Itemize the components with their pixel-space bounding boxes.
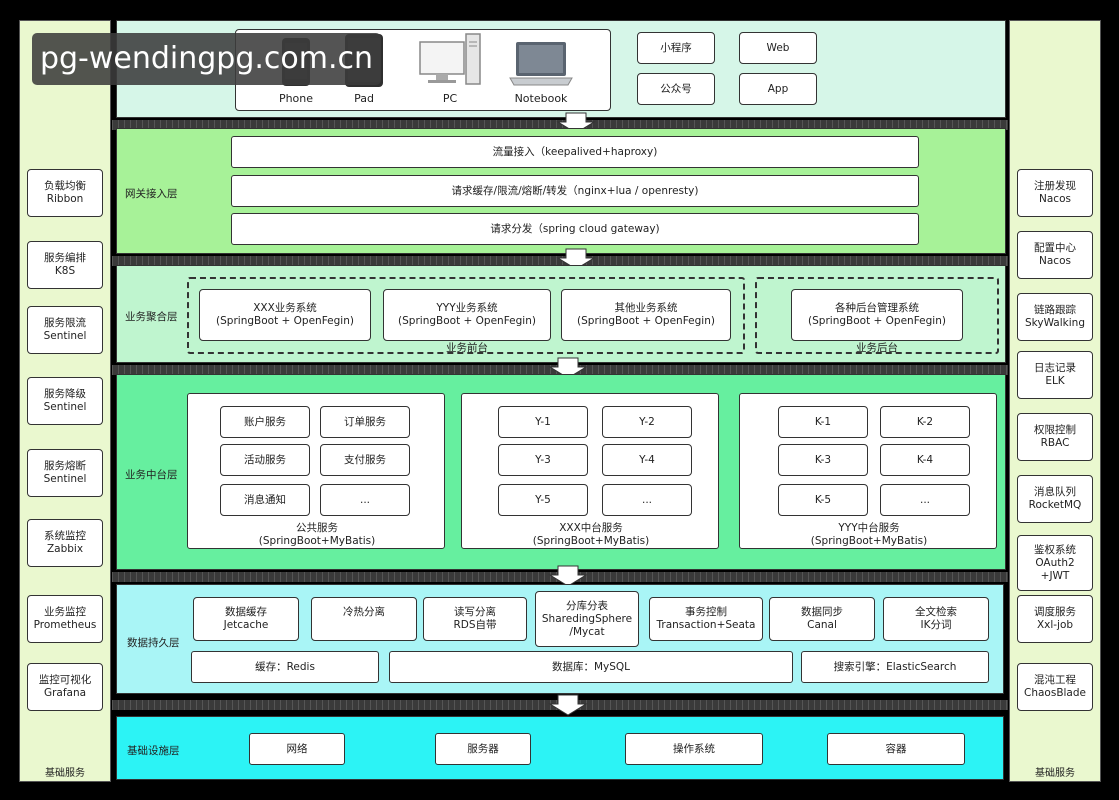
front-caption: 业务前台 xyxy=(446,342,488,354)
group-caption: XXX中台服务(SpringBoot+MyBatis) xyxy=(532,522,650,547)
laptop-icon xyxy=(509,42,573,86)
service-box: K-5 xyxy=(778,484,868,516)
service-box: 支付服务 xyxy=(320,444,410,476)
infra-server: 服务器 xyxy=(435,733,531,765)
front-system-box: YYY业务系统(SpringBoot + OpenFegin) xyxy=(383,289,551,341)
watermark: pg-wendingpg.com.cn xyxy=(32,33,381,85)
back-system-box: 各种后台管理系统(SpringBoot + OpenFegin) xyxy=(791,289,963,341)
service-box: ... xyxy=(602,484,692,516)
separator-strip xyxy=(112,256,1008,266)
group-caption: YYY中台服务(SpringBoot+MyBatis) xyxy=(810,522,928,547)
persistence-box: 冷热分离 xyxy=(311,597,417,641)
service-box: Y-4 xyxy=(602,444,692,476)
service-box: K-4 xyxy=(880,444,970,476)
right-column-footer: 基础服务 xyxy=(1035,768,1075,779)
service-box: K-3 xyxy=(778,444,868,476)
service-box: Y-1 xyxy=(498,406,588,438)
infrastructure-layer: 基础设施层 网络 服务器 操作系统 容器 xyxy=(116,716,1004,780)
xxx-middle-services-group: Y-1 Y-2 Y-3 Y-4 Y-5 ... XXX中台服务(SpringBo… xyxy=(461,393,719,549)
aggregation-layer-label: 业务聚合层 xyxy=(125,311,178,323)
separator-strip xyxy=(112,120,1008,130)
service-box: 活动服务 xyxy=(220,444,310,476)
down-arrow-icon xyxy=(548,694,588,716)
service-box: K-1 xyxy=(778,406,868,438)
middle-layer-label: 业务中台层 xyxy=(125,469,178,481)
down-arrow-icon xyxy=(548,565,588,587)
down-arrow-icon xyxy=(548,357,588,379)
infra-network: 网络 xyxy=(249,733,345,765)
gateway-row: 流量接入（keepalived+haproxy) xyxy=(231,136,919,168)
service-box: Y-2 xyxy=(602,406,692,438)
service-box: K-2 xyxy=(880,406,970,438)
gateway-row: 请求分发（spring cloud gateway) xyxy=(231,213,919,245)
left-column-footer: 基础服务 xyxy=(45,768,85,779)
channel-web: Web xyxy=(739,32,817,64)
channel-app: App xyxy=(739,73,817,105)
storage-elasticsearch: 搜索引擎：ElasticSearch xyxy=(801,651,989,683)
service-box: 消息通知 xyxy=(220,484,310,516)
storage-redis: 缓存：Redis xyxy=(191,651,379,683)
device-label-phone: Phone xyxy=(278,92,314,105)
channel-mini-program: 小程序 xyxy=(637,32,715,64)
service-box: ... xyxy=(320,484,410,516)
service-box: Y-3 xyxy=(498,444,588,476)
gateway-row: 请求缓存/限流/熔断/转发（nginx+lua / openresty) xyxy=(231,175,919,207)
aggregation-layer: 业务聚合层 XXX业务系统(SpringBoot + OpenFegin) YY… xyxy=(116,265,1006,363)
device-label-pc: PC xyxy=(442,92,458,105)
public-services-group: 账户服务 订单服务 活动服务 支付服务 消息通知 ... 公共服务(Spring… xyxy=(187,393,445,549)
middle-platform-layer: 业务中台层 账户服务 订单服务 活动服务 支付服务 消息通知 ... 公共服务(… xyxy=(116,374,1006,570)
business-front-group xyxy=(187,277,745,354)
group-caption: 公共服务(SpringBoot+MyBatis) xyxy=(258,522,376,547)
infra-layer-label: 基础设施层 xyxy=(127,745,180,757)
front-system-box: 其他业务系统(SpringBoot + OpenFegin) xyxy=(561,289,731,341)
back-caption: 业务后台 xyxy=(856,342,898,354)
storage-mysql: 数据库：MySQL xyxy=(389,651,793,683)
down-arrow-icon xyxy=(556,248,596,270)
service-box: 订单服务 xyxy=(320,406,410,438)
down-arrow-icon xyxy=(556,112,596,134)
device-label-pad: Pad xyxy=(354,92,374,105)
gateway-layer: 网关接入层 流量接入（keepalived+haproxy) 请求缓存/限流/熔… xyxy=(116,128,1006,254)
channel-official-account: 公众号 xyxy=(637,73,715,105)
service-box: 账户服务 xyxy=(220,406,310,438)
persistence-layer-label: 数据持久层 xyxy=(127,637,180,649)
infra-container: 容器 xyxy=(827,733,965,765)
device-label-notebook: Notebook xyxy=(514,92,568,105)
gateway-layer-label: 网关接入层 xyxy=(125,188,178,200)
desktop-pc-icon xyxy=(419,33,481,85)
yyy-middle-services-group: K-1 K-2 K-3 K-4 K-5 ... YYY中台服务(SpringBo… xyxy=(739,393,997,549)
service-box: Y-5 xyxy=(498,484,588,516)
front-system-box: XXX业务系统(SpringBoot + OpenFegin) xyxy=(199,289,371,341)
business-back-group xyxy=(755,277,999,354)
service-box: ... xyxy=(880,484,970,516)
infra-os: 操作系统 xyxy=(625,733,763,765)
